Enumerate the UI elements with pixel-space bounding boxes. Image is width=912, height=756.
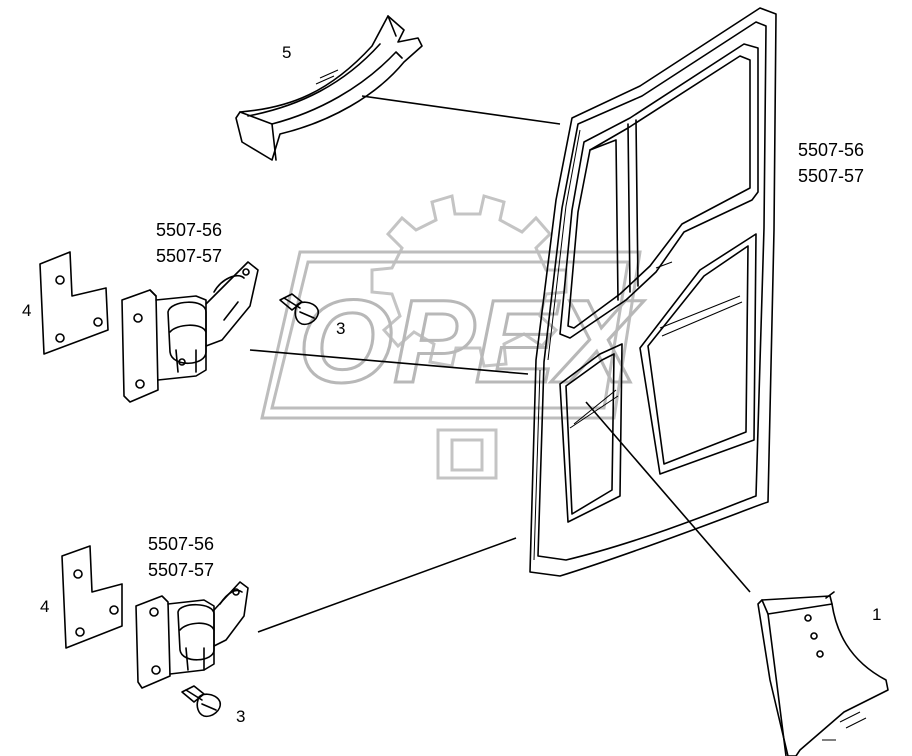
part-4-lower-shim-plate [61, 545, 123, 649]
upper-hinge-part-number-1: 5507-56 [156, 220, 222, 240]
cab-door-panel [529, 7, 777, 577]
door-part-number-1: 5507-56 [798, 140, 864, 160]
upper-hinge-part-number-2: 5507-57 [156, 246, 222, 266]
watermark-text: OPEX [298, 276, 645, 408]
watermark: OPEX [260, 194, 646, 480]
upper-hinge-assembly [121, 261, 259, 403]
callout-part-4-upper: 4 [22, 301, 31, 320]
callout-part-5: 5 [282, 43, 291, 62]
leader-upper-hinge [249, 349, 529, 375]
labels: 5 5507-56 5507-57 5507-56 5507-57 4 3 55… [22, 43, 881, 726]
callout-part-4-lower: 4 [40, 597, 49, 616]
callout-part-3-lower: 3 [236, 707, 245, 726]
door-part-number-2: 5507-57 [798, 166, 864, 186]
watermark-gear-icon [370, 194, 568, 480]
part-4-upper-shim-plate [39, 251, 109, 355]
part-3-lower-bolt [181, 685, 222, 718]
leader-part-1 [585, 401, 751, 593]
leader-lines [249, 95, 751, 633]
leader-lower-hinge [257, 537, 517, 633]
callout-part-3-upper: 3 [336, 319, 345, 338]
callout-part-1: 1 [872, 605, 881, 624]
leader-part-5 [361, 95, 561, 125]
lower-hinge-assembly [135, 581, 249, 689]
lower-hinge-part-number-2: 5507-57 [148, 560, 214, 580]
watermark-frame [260, 250, 642, 420]
lower-hinge-part-number-1: 5507-56 [148, 534, 214, 554]
part-1-corner-bracket [757, 591, 889, 756]
part-3-upper-bolt [279, 293, 320, 326]
part-5-trim-strip [235, 15, 423, 161]
